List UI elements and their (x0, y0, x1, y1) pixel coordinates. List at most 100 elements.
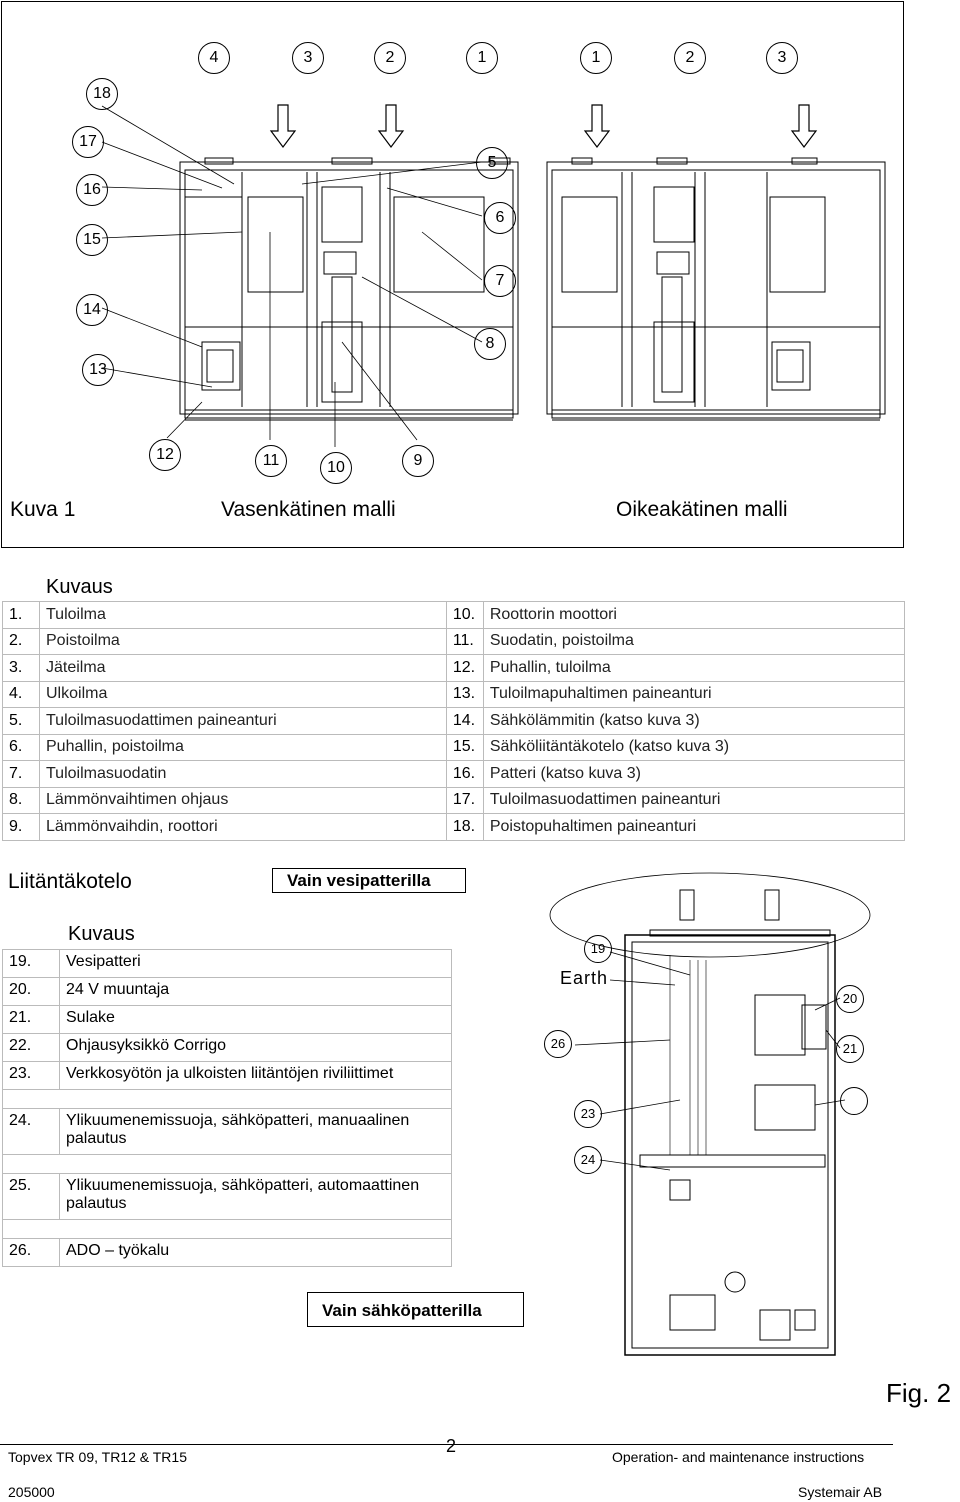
legend-item-number: 7. (2, 760, 40, 788)
legend-item-number: 16. (445, 760, 484, 788)
footer-product: Topvex TR 09, TR12 & TR15 (8, 1449, 187, 1465)
callout-r2: 2 (674, 42, 706, 74)
callout-6: 6 (484, 202, 516, 234)
box-legend-number: 19. (2, 949, 60, 978)
unit-drawings (101, 104, 886, 447)
legend-item-number: 5. (2, 707, 40, 735)
connection-box-title: Liitäntäkotelo (8, 870, 132, 893)
callout-5: 5 (476, 147, 508, 179)
legend-item-number: 14. (445, 707, 484, 735)
legend-item-text: Suodatin, poistoilma (482, 627, 906, 655)
legend-item-text: Puhallin, poistoilma (39, 733, 447, 761)
legend-item-number: 13. (445, 680, 484, 708)
box-legend-row: 19.Vesipatteri (2, 949, 452, 978)
legend-spacer (2, 1219, 452, 1239)
drawing-callout-21: 21 (836, 1035, 864, 1063)
drawing-callout-23: 23 (574, 1100, 602, 1128)
right-unit-drawing (546, 157, 886, 421)
box-legend-number: 21. (2, 1005, 60, 1034)
box-legend-text: Verkkosyötön ja ulkoisten liitäntöjen ri… (59, 1061, 452, 1090)
callout-1: 1 (466, 42, 498, 74)
callout-14: 14 (76, 294, 108, 326)
legend-item-number: 17. (445, 786, 484, 814)
legend-item-number: 15. (445, 733, 484, 761)
legend-item-number: 11. (445, 627, 484, 655)
callout-7: 7 (484, 265, 516, 297)
legend-item-text: Lämmönvaihtimen ohjaus (39, 786, 447, 814)
box-legend-row: 22.Ohjausyksikkö Corrigo (2, 1033, 452, 1062)
drawing-callout-26: 26 (544, 1030, 572, 1058)
box-legend-number: 26. (2, 1238, 60, 1267)
legend-item-text: Lämmönvaihdin, roottori (39, 813, 447, 841)
flow-arrows (269, 104, 818, 148)
legend-item-text: Patteri (katso kuva 3) (482, 760, 906, 788)
box-legend-number: 24. (2, 1108, 60, 1155)
box-legend-number: 25. (2, 1173, 60, 1220)
right-model-label: Oikeakätinen malli (616, 498, 788, 521)
page-number: 2 (446, 1436, 457, 1456)
box-legend-row: 20.24 V muuntaja (2, 977, 452, 1006)
legend-heading: Kuvaus (46, 576, 113, 598)
callout-9: 9 (402, 445, 434, 477)
legend-item-number: 8. (2, 786, 40, 814)
legend-item-text: Poistopuhaltimen paineanturi (482, 813, 906, 841)
connection-box-drawing: 19 Earth 20 21 26 23 24 (540, 870, 880, 1370)
legend-item-text: Ulkoilma (39, 680, 447, 708)
legend-item-number: 6. (2, 733, 40, 761)
drawing-callout-24: 24 (574, 1146, 602, 1174)
box-legend-heading: Kuvaus (68, 923, 135, 945)
callout-10: 10 (320, 452, 352, 484)
drawing-callout-19: 19 (584, 935, 612, 963)
callout-4: 4 (198, 42, 230, 74)
legend-item-text: Sähkölämmitin (katso kuva 3) (482, 707, 906, 735)
legend-item-number: 10. (445, 601, 484, 629)
callout-15: 15 (76, 224, 108, 256)
legend-item-text: Tuloilmasuodattimen paineanturi (482, 786, 906, 814)
legend-item-text: Tuloilma (39, 601, 447, 629)
legend-item-number: 9. (2, 813, 40, 841)
box-legend-row: 21.Sulake (2, 1005, 452, 1034)
box-legend-number: 20. (2, 977, 60, 1006)
drawing-callout-20: 20 (836, 985, 864, 1013)
legend-item-number: 4. (2, 680, 40, 708)
legend-item-number: 3. (2, 654, 40, 682)
electric-coil-callout: Vain sähköpatterilla (307, 1292, 524, 1327)
legend-item-text: Tuloilmapuhaltimen paineanturi (482, 680, 906, 708)
callout-18: 18 (86, 78, 118, 110)
legend-spacer (2, 1154, 452, 1174)
box-legend-number: 23. (2, 1061, 60, 1090)
callout-13: 13 (82, 354, 114, 386)
drawing-callout-22 (840, 1087, 868, 1115)
legend-item-text: Poistoilma (39, 627, 447, 655)
left-model-label: Vasenkätinen malli (221, 498, 396, 521)
callout-11: 11 (255, 445, 287, 477)
callout-17: 17 (72, 126, 104, 158)
legend-item-text: Sähköliitäntäkotelo (katso kuva 3) (482, 733, 906, 761)
legend-item-text: Tuloilmasuodatin (39, 760, 447, 788)
footer-company: Systemair AB (798, 1484, 883, 1500)
box-legend-text: Ylikuumenemissuoja, sähköpatteri, automa… (59, 1173, 452, 1220)
box-legend-text: Ylikuumenemissuoja, sähköpatteri, manuaa… (59, 1108, 452, 1155)
figure-2-label: Fig. 2 (886, 1378, 952, 1408)
footer-doc-title: Operation- and maintenance instructions (612, 1449, 865, 1465)
legend-item-number: 18. (445, 813, 484, 841)
box-legend-row: 26.ADO – työkalu (2, 1238, 452, 1267)
legend-item-number: 2. (2, 627, 40, 655)
leader-lines (101, 105, 483, 447)
box-legend-row: 25.Ylikuumenemissuoja, sähköpatteri, aut… (2, 1173, 452, 1220)
legend-item-text: Tuloilmasuodattimen paineanturi (39, 707, 447, 735)
box-legend-text: Vesipatteri (59, 949, 452, 978)
legend-item-text: Puhallin, tuloilma (482, 654, 906, 682)
callout-2: 2 (374, 42, 406, 74)
legend-item-text: Jäteilma (39, 654, 447, 682)
